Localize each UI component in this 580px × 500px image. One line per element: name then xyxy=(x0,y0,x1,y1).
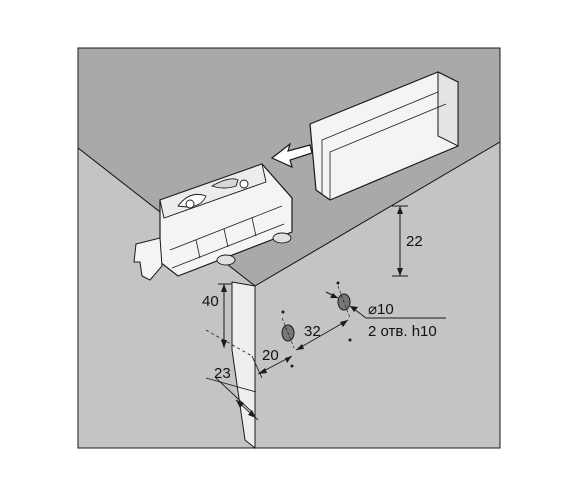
dim-32-label: 32 xyxy=(304,323,321,340)
diameter-callout: ⌀10 2 отв. h10 xyxy=(325,291,446,340)
dimension-22: 22 xyxy=(392,205,423,277)
dimension-23: 23 xyxy=(205,365,259,421)
mounting-holes xyxy=(281,281,352,368)
panel-edge xyxy=(231,281,256,450)
arrow-left-icon xyxy=(270,142,313,169)
dim-20-label: 20 xyxy=(262,347,279,364)
diameter-label: ⌀10 xyxy=(368,301,394,318)
dimension-20: 20 xyxy=(251,347,293,379)
dim-22-label: 22 xyxy=(406,233,423,250)
mechanism-body xyxy=(133,163,293,281)
dimension-40: 40 xyxy=(202,283,253,357)
holes-label: 2 отв. h10 xyxy=(368,323,437,340)
dimension-32: 32 xyxy=(295,319,349,351)
dim-40-label: 40 xyxy=(202,293,219,310)
dim-23-label: 23 xyxy=(214,365,231,382)
cover-cap xyxy=(309,71,459,201)
